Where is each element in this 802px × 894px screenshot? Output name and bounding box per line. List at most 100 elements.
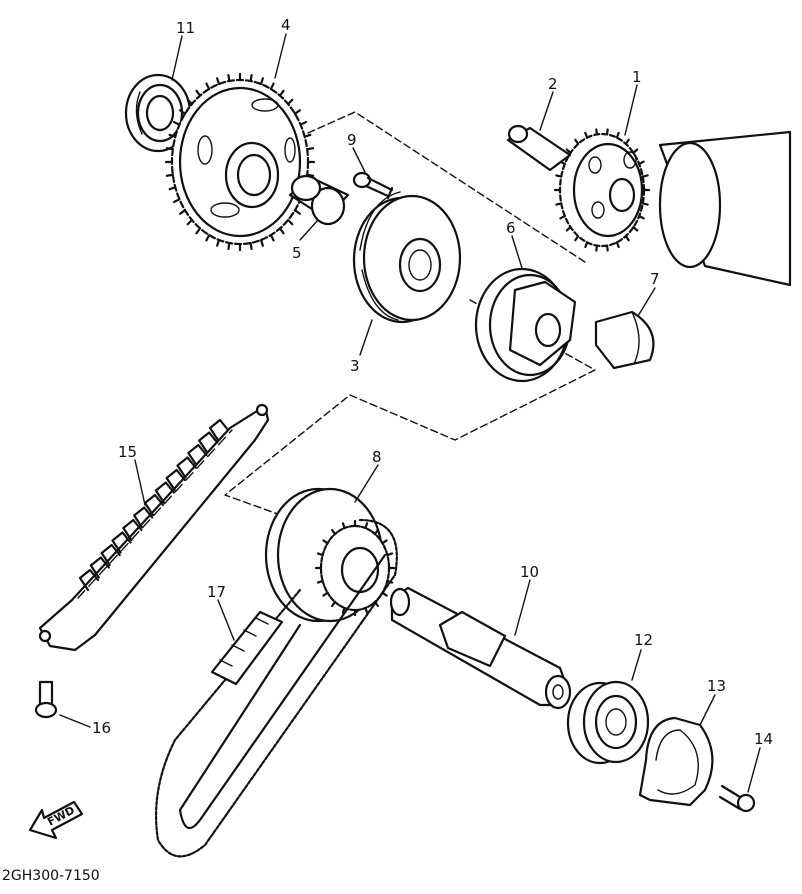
gear-tooth xyxy=(386,552,394,557)
gear-tooth xyxy=(574,234,580,242)
part-5-collar xyxy=(288,174,350,226)
gear-tooth xyxy=(330,528,337,536)
gear-tooth xyxy=(179,109,187,115)
gear-tooth xyxy=(216,238,221,247)
rack-tooth xyxy=(89,556,110,579)
part-14-bolt xyxy=(718,784,756,813)
part-13-cover-plate xyxy=(638,716,714,807)
gear-tooth xyxy=(574,138,580,146)
callout-7: 7 xyxy=(650,270,660,288)
callout-11: 11 xyxy=(176,19,195,37)
assembly-guide-lines xyxy=(224,111,596,523)
gear-tooth xyxy=(172,198,181,204)
rack-tooth xyxy=(187,443,208,467)
rack-tooth xyxy=(165,468,186,492)
callout-3: 3 xyxy=(350,357,360,375)
part-1-starter-motor-gear xyxy=(553,128,792,287)
gear-tooth xyxy=(172,120,181,126)
part-9-screw xyxy=(352,171,394,200)
gear-tooth xyxy=(638,160,645,166)
gear-tooth xyxy=(293,209,301,215)
gear-tooth xyxy=(584,131,589,139)
gear-tooth xyxy=(565,148,572,154)
part-3-clutch-housing xyxy=(352,191,462,324)
rack-tooth xyxy=(122,518,143,542)
gear-tooth xyxy=(330,600,337,608)
gear-tooth xyxy=(641,202,649,206)
gear-tooth xyxy=(195,89,202,97)
gear-tooth xyxy=(259,238,264,247)
leader-lines xyxy=(59,33,761,793)
callout-1: 1 xyxy=(632,68,642,86)
part-8-sprocket-gear xyxy=(264,487,396,623)
part-7-shoe xyxy=(594,310,655,370)
gear-tooth xyxy=(179,209,187,215)
part-12-bearing xyxy=(566,680,650,765)
gear-tooth xyxy=(286,98,294,106)
gear-tooth xyxy=(373,528,380,536)
gear-tooth xyxy=(227,73,231,83)
rack-tooth xyxy=(176,456,197,479)
callout-2: 2 xyxy=(548,75,558,93)
gear-tooth xyxy=(615,131,620,139)
callout-4: 4 xyxy=(281,16,291,34)
gear-tooth xyxy=(303,133,312,138)
part-2-pin xyxy=(506,124,572,172)
gear-tooth xyxy=(205,82,211,91)
callout-9: 9 xyxy=(347,131,357,149)
gear-tooth xyxy=(595,244,599,252)
gear-tooth xyxy=(227,241,231,251)
callout-labels: 11 4 2 1 9 5 6 7 3 8 15 17 10 12 13 14 1… xyxy=(92,16,773,748)
gear-tooth xyxy=(559,214,566,220)
gear-tooth xyxy=(286,218,294,226)
gear-tooth xyxy=(259,77,264,86)
gear-tooth xyxy=(555,174,563,178)
gear-tooth xyxy=(341,522,346,530)
gear-tooth xyxy=(165,147,174,151)
gear-tooth xyxy=(316,552,324,557)
gear-tooth xyxy=(316,579,324,584)
gear-tooth xyxy=(186,98,194,106)
callout-15: 15 xyxy=(118,443,137,461)
callout-6: 6 xyxy=(506,219,516,237)
gear-tooth xyxy=(615,241,620,249)
part-4-large-gear xyxy=(164,72,316,252)
gear-tooth xyxy=(306,173,315,177)
gear-tooth xyxy=(638,214,645,220)
gear-tooth xyxy=(364,606,369,614)
rack-tooth xyxy=(198,431,219,454)
gear-tooth xyxy=(624,234,630,242)
rack-tooth xyxy=(133,506,154,529)
drawing-code: 2GH300-7150 xyxy=(2,868,100,884)
gear-tooth xyxy=(269,233,275,242)
gear-tooth xyxy=(306,147,315,151)
gear-tooth xyxy=(584,241,589,249)
gear-tooth xyxy=(565,226,572,232)
gear-tooth xyxy=(216,77,221,86)
part-17-chain-links xyxy=(210,610,284,686)
callout-14: 14 xyxy=(754,730,773,748)
gear-tooth xyxy=(632,226,639,232)
gear-tooth xyxy=(269,82,275,91)
gear-tooth xyxy=(381,539,388,545)
gear-tooth xyxy=(341,606,346,614)
gear-tooth xyxy=(555,202,563,206)
part-15-chain-guide xyxy=(38,403,270,652)
gear-tooth xyxy=(205,233,211,242)
gear-tooth xyxy=(278,227,285,235)
gear-tooth xyxy=(186,218,194,226)
part-16-bolt xyxy=(34,680,58,719)
rack-tooth xyxy=(111,531,132,554)
starter-chain-loop xyxy=(154,518,398,858)
gear-tooth xyxy=(624,138,630,146)
gear-tooth xyxy=(278,89,285,97)
gear-tooth xyxy=(195,227,202,235)
gear-tooth xyxy=(632,148,639,154)
part-6-one-way-clutch xyxy=(474,267,577,383)
part-10-shaft xyxy=(389,586,572,710)
gear-tooth xyxy=(293,109,301,115)
rack-tooth xyxy=(154,481,175,504)
gear-tooth xyxy=(168,133,177,138)
gear-tooth xyxy=(299,120,308,126)
